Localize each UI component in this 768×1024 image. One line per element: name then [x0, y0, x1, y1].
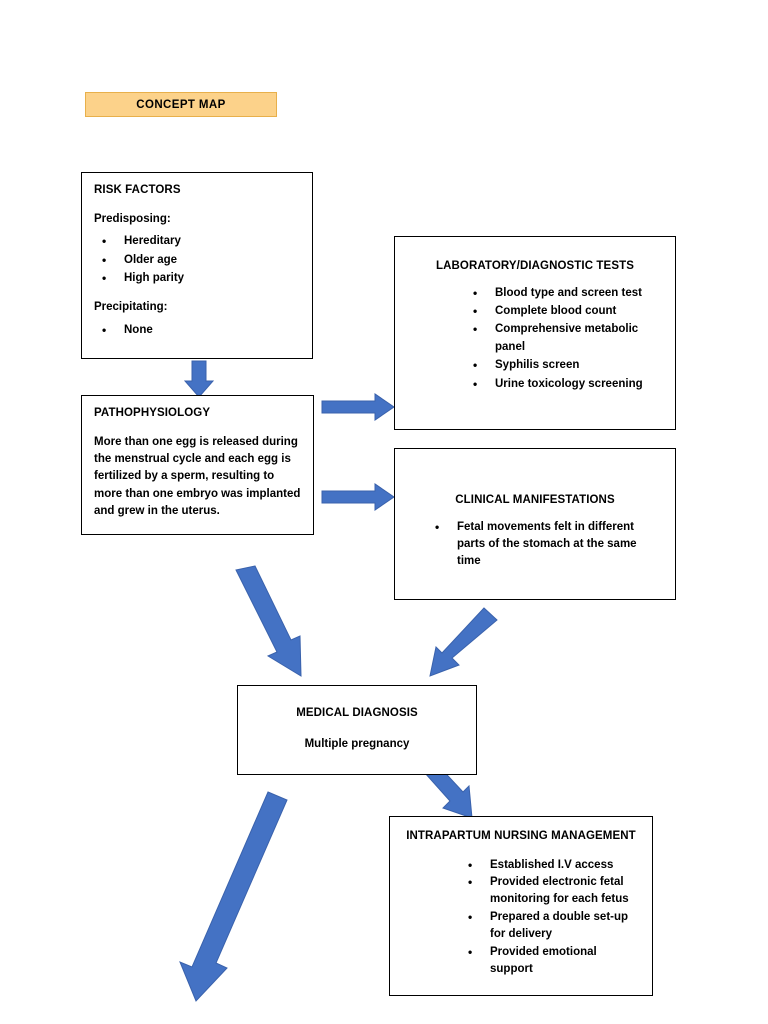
list-item: None: [94, 321, 300, 340]
pathophysiology-title: PATHOPHYSIOLOGY: [94, 407, 211, 419]
node-medical-diagnosis: MEDICAL DIAGNOSIS Multiple pregnancy: [237, 685, 477, 775]
list-item: Hereditary: [94, 232, 300, 251]
arrow-pathophysiology-to-medical-diagnosis: [235, 565, 302, 677]
list-item: High parity: [94, 269, 300, 288]
node-pathophysiology: PATHOPHYSIOLOGY More than one egg is rel…: [81, 395, 314, 535]
intrapartum-management-list: Established I.V access Provided electron…: [464, 855, 640, 979]
list-item: Prepared a double set-up for delivery: [464, 908, 640, 944]
laboratory-tests-title: LABORATORY/DIAGNOSTIC TESTS: [436, 260, 634, 272]
arrow-clinical-manifestations-to-medical-diagnosis: [429, 607, 498, 677]
medical-diagnosis-value: Multiple pregnancy: [304, 737, 410, 750]
risk-factors-title: RISK FACTORS: [94, 184, 181, 196]
node-laboratory-tests: LABORATORY/DIAGNOSTIC TESTS Blood type a…: [394, 236, 676, 430]
pathophysiology-body: More than one egg is released during the…: [94, 435, 301, 518]
list-item: Provided emotional support: [464, 943, 640, 979]
list-item: Older age: [94, 250, 300, 269]
laboratory-tests-list: Blood type and screen test Complete bloo…: [469, 283, 663, 394]
node-clinical-manifestations: CLINICAL MANIFESTATIONS Fetal movements …: [394, 448, 676, 600]
risk-factors-precipitating-label: Precipitating:: [94, 301, 168, 314]
arrow-risk-factors-to-pathophysiology: [183, 360, 215, 398]
list-item: Blood type and screen test: [469, 283, 663, 302]
clinical-manifestations-title: CLINICAL MANIFESTATIONS: [455, 494, 615, 506]
arrow-medical-diagnosis-outflow: [179, 791, 288, 1002]
clinical-manifestations-list: Fetal movements felt in different parts …: [431, 518, 663, 571]
list-item: Established I.V access: [464, 855, 640, 874]
concept-map-banner: CONCEPT MAP: [85, 92, 277, 117]
medical-diagnosis-title: MEDICAL DIAGNOSIS: [296, 707, 418, 719]
list-item: Urine toxicology screening: [469, 375, 663, 394]
risk-factors-predisposing-list: Hereditary Older age High parity: [94, 232, 300, 288]
node-risk-factors: RISK FACTORS Predisposing: Hereditary Ol…: [81, 172, 313, 359]
risk-factors-precipitating-list: None: [94, 321, 300, 340]
arrow-pathophysiology-to-clinical-manifestations: [321, 483, 395, 511]
list-item: Comprehensive metabolic panel: [469, 320, 663, 356]
risk-factors-predisposing-label: Predisposing:: [94, 212, 171, 225]
list-item: Fetal movements felt in different parts …: [431, 518, 663, 571]
node-intrapartum-management: INTRAPARTUM NURSING MANAGEMENT Establish…: [389, 816, 653, 996]
concept-map-banner-label: CONCEPT MAP: [136, 98, 226, 111]
intrapartum-management-title: INTRAPARTUM NURSING MANAGEMENT: [406, 830, 636, 842]
list-item: Provided electronic fetal monitoring for…: [464, 873, 640, 909]
list-item: Complete blood count: [469, 302, 663, 321]
list-item: Syphilis screen: [469, 356, 663, 375]
arrow-pathophysiology-to-laboratory-tests: [321, 393, 395, 421]
